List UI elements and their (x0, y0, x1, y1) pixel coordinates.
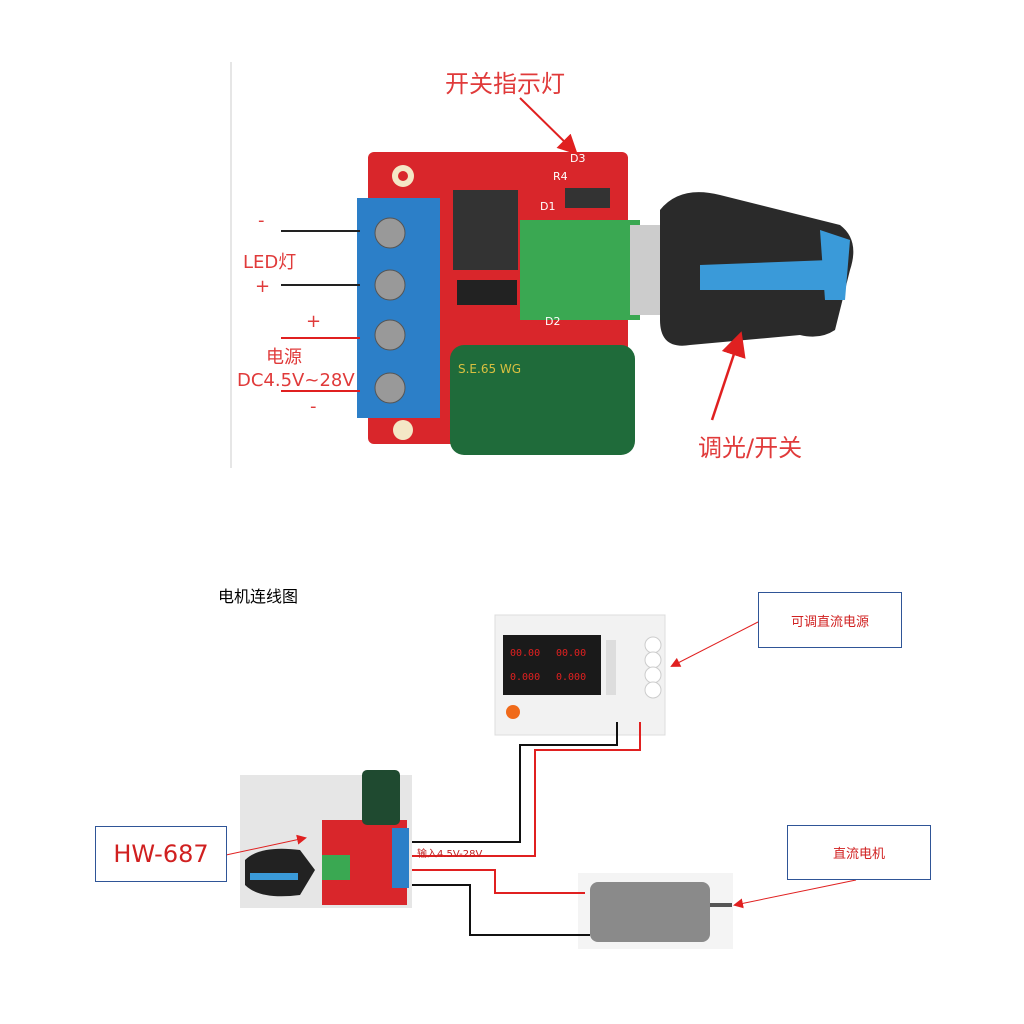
pcb-mark-d3: D3 (570, 152, 586, 165)
power-supply-label-box: 可调直流电源 (758, 592, 902, 648)
motor-label: 直流电机 (832, 847, 885, 862)
capacitor (450, 345, 635, 455)
controller-label: HW-687 (113, 840, 209, 868)
motor-photo (578, 873, 733, 949)
display-reading-3: 0.000 (510, 672, 541, 683)
display-reading-4: 0.000 (556, 672, 587, 683)
power-plus: + (306, 311, 322, 332)
pcb-mark-r4: R4 (553, 170, 568, 183)
power-label: 电源 (266, 347, 302, 368)
capacitor-text: S.E.65 WG (458, 362, 522, 376)
display-reading-2: 00.00 (556, 648, 587, 659)
led-plus: + (255, 276, 271, 297)
led-minus: - (258, 210, 265, 231)
display-reading-1: 00.00 (510, 648, 541, 659)
power-supply-photo (494, 614, 666, 736)
pwm-board-photo (357, 152, 854, 455)
knob-label: 调光/开关 (698, 434, 803, 462)
pcb-mark-d2: D2 (545, 315, 561, 328)
controller-photo (240, 770, 412, 908)
input-voltage-label: 输入4.5V-28V (417, 849, 483, 860)
potentiometer (520, 220, 640, 320)
power-minus: - (310, 396, 317, 417)
pcb-mark-d1: D1 (540, 200, 556, 213)
led-label: LED灯 (243, 252, 297, 273)
motor-label-box: 直流电机 (787, 825, 931, 880)
power-voltage: DC4.5V~28V (237, 370, 355, 391)
indicator-title: 开关指示灯 (445, 70, 565, 98)
wiring-title: 电机连线图 (218, 587, 299, 606)
controller-label-box: HW-687 (95, 826, 227, 882)
power-supply-label: 可调直流电源 (790, 614, 869, 630)
